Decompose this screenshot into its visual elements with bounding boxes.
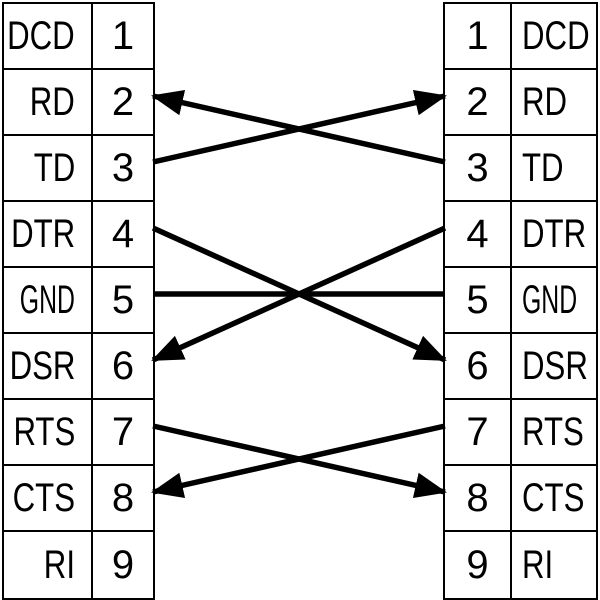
signal-label: RTS: [522, 409, 584, 454]
pin-number: 5: [466, 277, 489, 322]
signal-label: GND: [522, 277, 578, 322]
grid-cell: 8: [93, 466, 153, 532]
pin-number: 8: [111, 475, 135, 520]
pin-number: 4: [466, 211, 489, 256]
grid-cell: GND: [512, 268, 596, 334]
right-connector-table: 1 DCD 2 RD 3 TD 4 DTR 5 GND 6 DSR 7 RTS …: [443, 2, 598, 600]
pin-number: 4: [111, 211, 135, 256]
pin-number: 2: [466, 79, 489, 124]
signal-label: CTS: [12, 475, 75, 520]
grid-cell: 9: [445, 532, 512, 598]
signal-label: DSR: [522, 343, 588, 388]
grid-cell: CTS: [4, 466, 93, 532]
grid-cell: 6: [93, 334, 153, 400]
grid-cell: DSR: [4, 334, 93, 400]
pin-number: 8: [466, 475, 489, 520]
grid-cell: 1: [445, 4, 512, 70]
pin-number: 6: [466, 343, 489, 388]
grid-cell: RTS: [512, 400, 596, 466]
grid-cell: RI: [512, 532, 596, 598]
left-connector-table: DCD 1 RD 2 TD 3 DTR 4 GND 5 DSR 6 RTS 7 …: [2, 2, 155, 600]
grid-cell: DTR: [512, 202, 596, 268]
grid-cell: DTR: [4, 202, 93, 268]
signal-label: RTS: [13, 409, 75, 454]
grid-cell: DSR: [512, 334, 596, 400]
signal-label: RI: [522, 542, 554, 587]
wire-right3-to-left2: [151, 89, 446, 165]
grid-cell: 5: [93, 268, 153, 334]
grid-cell: RD: [512, 70, 596, 136]
pin-number: 1: [111, 13, 135, 58]
signal-label: RD: [29, 79, 75, 124]
wire-right7-to-left8: [151, 423, 446, 499]
grid-cell: TD: [512, 136, 596, 202]
wire-right4-to-left6: [151, 225, 447, 363]
grid-cell: RTS: [4, 400, 93, 466]
wire-left7-to-right8: [152, 423, 447, 499]
pin-number: 9: [466, 542, 489, 587]
grid-cell: 6: [445, 334, 512, 400]
grid-cell: 7: [445, 400, 512, 466]
pin-number: 1: [466, 13, 489, 58]
grid-cell: 4: [445, 202, 512, 268]
grid-cell: TD: [4, 136, 93, 202]
grid-cell: 2: [445, 70, 512, 136]
signal-label: CTS: [522, 475, 585, 520]
grid-cell: 9: [93, 532, 153, 598]
signal-label: DSR: [9, 343, 75, 388]
pin-number: 3: [111, 145, 135, 190]
signal-label: RI: [43, 542, 75, 587]
pin-number: 9: [111, 542, 135, 587]
pin-number: 6: [111, 343, 135, 388]
grid-cell: 5: [445, 268, 512, 334]
grid-cell: 4: [93, 202, 153, 268]
grid-cell: DCD: [4, 4, 93, 70]
wire-left3-to-right2: [152, 89, 447, 165]
grid-cell: DCD: [512, 4, 596, 70]
grid-cell: CTS: [512, 466, 596, 532]
grid-cell: 8: [445, 466, 512, 532]
wire-left4-to-right6: [151, 225, 447, 363]
signal-label: TD: [33, 145, 75, 190]
signal-label: DTR: [10, 211, 75, 256]
signal-label: DCD: [522, 13, 590, 58]
grid-cell: 2: [93, 70, 153, 136]
signal-label: DTR: [522, 211, 587, 256]
signal-label: RD: [522, 79, 568, 124]
grid-cell: 3: [445, 136, 512, 202]
pin-number: 2: [111, 79, 135, 124]
pin-number: 5: [111, 277, 135, 322]
grid-cell: 1: [93, 4, 153, 70]
signal-label: DCD: [7, 13, 75, 58]
pin-number: 3: [466, 145, 489, 190]
grid-cell: GND: [4, 268, 93, 334]
grid-cell: RI: [4, 532, 93, 598]
signal-label: GND: [19, 277, 75, 322]
pin-number: 7: [466, 409, 489, 454]
pin-number: 7: [111, 409, 135, 454]
grid-cell: RD: [4, 70, 93, 136]
grid-cell: 3: [93, 136, 153, 202]
grid-cell: 7: [93, 400, 153, 466]
signal-label: TD: [522, 145, 564, 190]
